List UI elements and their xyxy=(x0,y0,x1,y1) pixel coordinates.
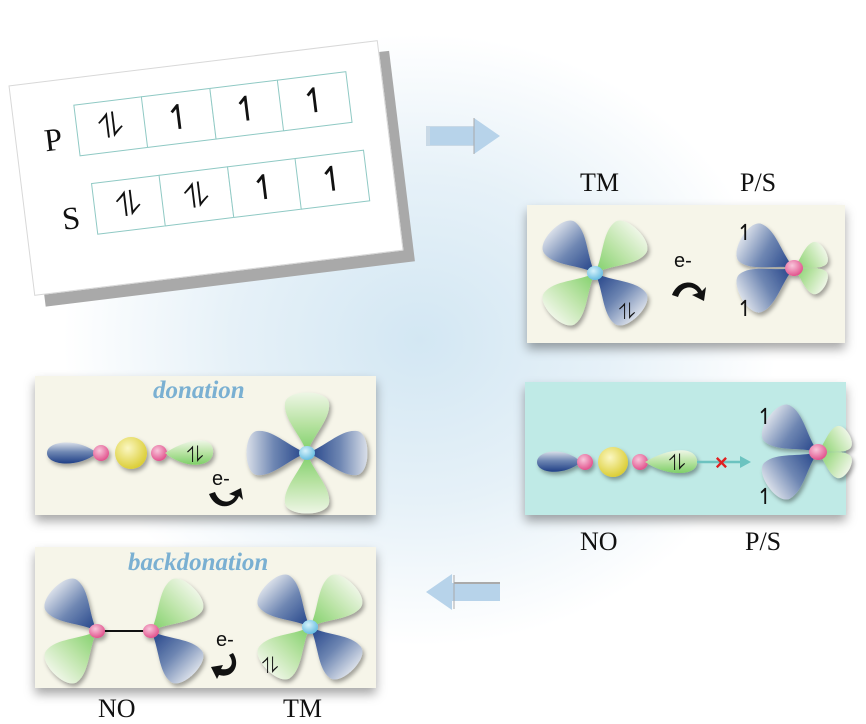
panel-no-to-ps: ⥮ × ↿ ↿ xyxy=(525,382,856,515)
orbital-row-s: ⥮ ⥮ ↿ ↿ xyxy=(90,149,371,235)
label-tm: TM xyxy=(283,694,322,723)
orbital-lobe xyxy=(165,440,214,465)
spin-up-text: ↿ xyxy=(756,484,774,509)
spin-up-text: ↿ xyxy=(756,404,774,429)
orbital-box: ↿ xyxy=(226,157,303,219)
orbital-box: ↿ xyxy=(140,87,217,149)
orbital-box: ↿ xyxy=(208,79,285,140)
electron-configuration-card: P ⥮ ↿ ↿ ↿ S ⥮ ⥮ ↿ ↿ xyxy=(8,40,404,296)
panel-backdonation: backdonation e- ⥮ xyxy=(35,547,376,690)
nitrogen-atom xyxy=(577,454,593,470)
ps-center-atom xyxy=(809,444,827,460)
orbital-box: ⥮ xyxy=(90,174,167,235)
tm-d-orbital xyxy=(246,392,368,514)
tm-d-orbital: ⥮ xyxy=(536,214,654,332)
no-center-atom xyxy=(115,437,147,469)
no-pi-star-orbital xyxy=(38,572,210,690)
spin-pair-text: ⥮ xyxy=(187,442,203,467)
panel-donation: donation ⥮ e- xyxy=(35,376,376,515)
spin-pair-text: ⥮ xyxy=(619,299,635,324)
oxygen-atom xyxy=(143,624,159,638)
right-arrow-icon xyxy=(426,118,500,154)
label-ps: P/S xyxy=(740,168,777,197)
spin-pair-text: ⥮ xyxy=(262,653,278,678)
panel-tm-to-ps: ⥮ e- ↿ ↿ xyxy=(527,205,845,343)
ps-orbital: ↿ ↿ xyxy=(730,218,832,321)
backdonation-title: backdonation xyxy=(128,549,269,576)
ps-center-atom xyxy=(785,260,803,276)
curved-arrow-icon xyxy=(672,282,706,301)
nitrogen-atom xyxy=(93,445,109,461)
electron-label: e- xyxy=(216,629,234,651)
spin-up-text: ↿ xyxy=(736,296,754,321)
spin-pair-text: ⥮ xyxy=(669,450,685,475)
label-ps: P/S xyxy=(745,527,782,556)
orbital-box: ↿ xyxy=(294,149,371,210)
label-no: NO xyxy=(98,694,136,723)
spin-up-text: ↿ xyxy=(736,220,754,245)
no-center-atom xyxy=(598,447,628,477)
donation-title: donation xyxy=(153,377,245,404)
left-arrow-icon xyxy=(426,574,500,610)
label-no: NO xyxy=(580,527,618,556)
orbital-lobe xyxy=(47,442,97,464)
curved-arrow-icon xyxy=(209,488,243,507)
no-sigma-orbital: ⥮ × xyxy=(537,447,751,477)
no-sigma-orbital: ⥮ xyxy=(47,437,214,469)
nitrogen-atom xyxy=(89,624,105,638)
tm-center-atom xyxy=(302,620,318,634)
orbital-lobe xyxy=(537,451,581,472)
row-label-s: S xyxy=(59,198,82,237)
orbital-box: ↿ xyxy=(276,71,353,132)
oxygen-atom xyxy=(632,454,648,470)
label-tm: TM xyxy=(580,168,619,197)
electron-label: e- xyxy=(212,468,230,490)
orbital-row-p: ⥮ ↿ ↿ ↿ xyxy=(72,71,353,157)
row-label-p: P xyxy=(42,120,65,159)
blocked-x-icon: × xyxy=(715,450,728,475)
tm-d-orbital: ⥮ xyxy=(251,568,369,686)
tm-center-atom xyxy=(299,446,315,460)
orbital-lobe xyxy=(645,450,698,474)
electron-label: e- xyxy=(674,250,692,272)
orbital-box: ⥮ xyxy=(72,96,149,157)
orbital-box: ⥮ xyxy=(158,166,235,227)
tm-center-atom xyxy=(587,266,603,280)
curved-arrow-icon xyxy=(211,653,237,679)
ps-orbital: ↿ ↿ xyxy=(755,399,856,509)
oxygen-atom xyxy=(151,445,167,461)
